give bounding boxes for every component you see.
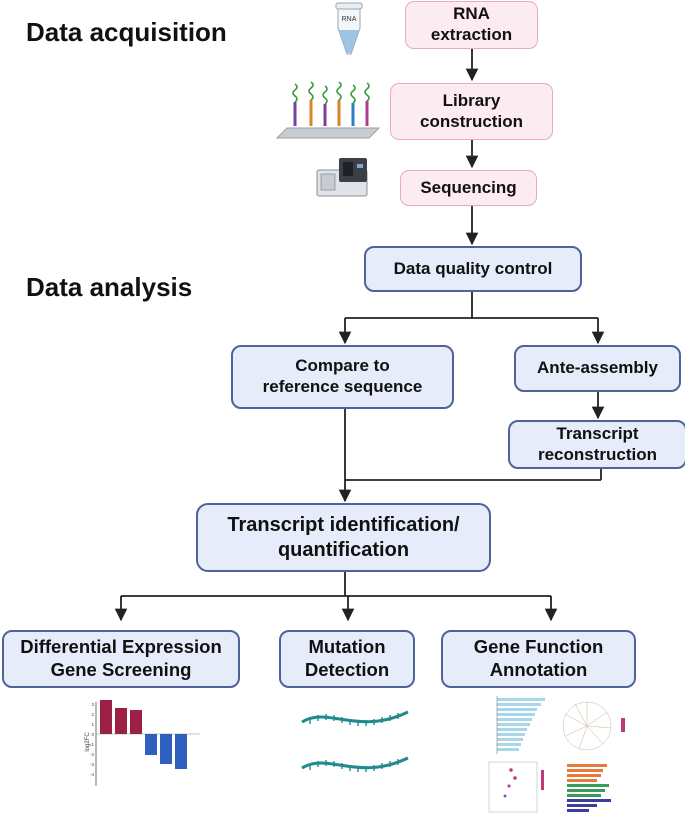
transcript-reconstruction-step: Transcript reconstruction [508,420,685,469]
library-construction-step: Library construction [390,83,553,140]
log2fc-bar [145,734,157,755]
chart-ylabel: log2FC [85,732,91,752]
go-chord-plot [562,701,625,751]
tick-m4: -4 [90,772,94,777]
go-stacked-bar-plot [567,764,611,812]
tick-0: 0 [91,732,94,737]
compare-to-reference-step: Compare to reference sequence [231,345,454,409]
sequencer-icon [316,158,368,197]
log2fc-bar [160,734,172,764]
chart-ticks: 3 2 1 0 -1 -2 -3 -4 [90,702,95,777]
log2fc-bar [115,708,127,734]
log2fc-bar [100,700,112,734]
log2fc-bar [175,734,187,769]
mutation-detection-step: Mutation Detection [279,630,415,688]
data-quality-control-step: Data quality control [364,246,582,292]
rna-extraction-step: RNA extraction [405,1,538,49]
rna-tube-icon: RNA [335,2,363,55]
library-array-icon [275,81,381,139]
sequencing-step: Sequencing [400,170,537,206]
dna-strands-icon [301,710,409,772]
tick-m2: -2 [90,752,94,757]
log2fc-bar-chart: log2FC 3 2 1 0 -1 -2 -3 -4 [85,700,200,786]
tick-2: 2 [91,712,94,717]
data-analysis-heading: Data analysis [26,272,193,302]
go-enrichment-plots [488,696,625,813]
data-acquisition-heading: Data acquisition [26,17,227,47]
gene-function-annotation-step: Gene Function Annotation [441,630,636,688]
tick-1: 1 [91,722,94,727]
tube-label: RNA [342,16,357,23]
go-dot-plot [488,761,544,813]
differential-expression-step: Differential Expression Gene Screening [2,630,240,688]
go-bar-plot [496,696,545,754]
ante-assembly-step: Ante-assembly [514,345,681,392]
tick-3: 3 [91,702,94,707]
transcript-identification-step: Transcript identification/ quantificatio… [196,503,491,572]
log2fc-bar [130,710,142,734]
tick-m3: -3 [90,762,94,767]
tick-m1: -1 [90,742,94,747]
